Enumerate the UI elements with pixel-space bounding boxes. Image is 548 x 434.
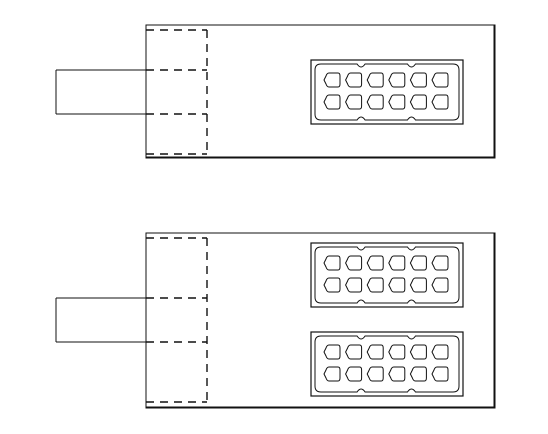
connector <box>310 331 464 397</box>
pin-cavity <box>345 72 363 88</box>
connector <box>310 242 464 308</box>
pin-cavity <box>366 255 384 271</box>
pin-cavity <box>409 94 427 110</box>
connector-shell <box>314 335 460 393</box>
pin-cavity <box>366 72 384 88</box>
pin-cavity <box>431 255 449 271</box>
pin-cavity <box>345 94 363 110</box>
pin-cavity <box>431 366 449 382</box>
mounting-plate <box>145 24 496 159</box>
mounting-tab <box>55 297 146 343</box>
connector-shell <box>314 246 460 304</box>
pin-cavity <box>409 366 427 382</box>
pin-cavity <box>431 72 449 88</box>
connector-frame <box>310 242 464 308</box>
pin-cavity <box>323 255 341 271</box>
pin-cavity <box>323 277 341 293</box>
hidden-bracket <box>146 29 208 155</box>
pin-cavity <box>388 72 406 88</box>
connector-frame <box>310 331 464 397</box>
pin-cavity <box>431 94 449 110</box>
pin-cavity <box>388 344 406 360</box>
connector <box>310 59 464 125</box>
connector-shell <box>314 63 460 121</box>
pin-cavity <box>388 255 406 271</box>
connector-frame <box>310 59 464 125</box>
pin-cavity <box>409 277 427 293</box>
pin-cavity <box>409 255 427 271</box>
pin-cavity <box>388 277 406 293</box>
mounting-plate <box>145 232 496 409</box>
pin-cavity <box>345 255 363 271</box>
pin-cavity <box>366 94 384 110</box>
pin-cavity <box>345 344 363 360</box>
pin-cavity <box>323 72 341 88</box>
pin-cavity <box>323 344 341 360</box>
pin-cavity <box>366 277 384 293</box>
pin-cavity <box>388 366 406 382</box>
hidden-bracket <box>146 237 208 403</box>
pin-cavity <box>345 366 363 382</box>
pin-cavity <box>366 344 384 360</box>
pin-cavity <box>323 366 341 382</box>
mounting-tab <box>55 69 146 115</box>
pin-cavity <box>409 344 427 360</box>
pin-cavity <box>431 277 449 293</box>
dual-connector-assembly <box>55 232 496 409</box>
pin-cavity <box>409 72 427 88</box>
pin-cavity <box>323 94 341 110</box>
pin-cavity <box>388 94 406 110</box>
pin-cavity <box>431 344 449 360</box>
pin-cavity <box>345 277 363 293</box>
single-connector-assembly <box>55 24 496 159</box>
pin-cavity <box>366 366 384 382</box>
